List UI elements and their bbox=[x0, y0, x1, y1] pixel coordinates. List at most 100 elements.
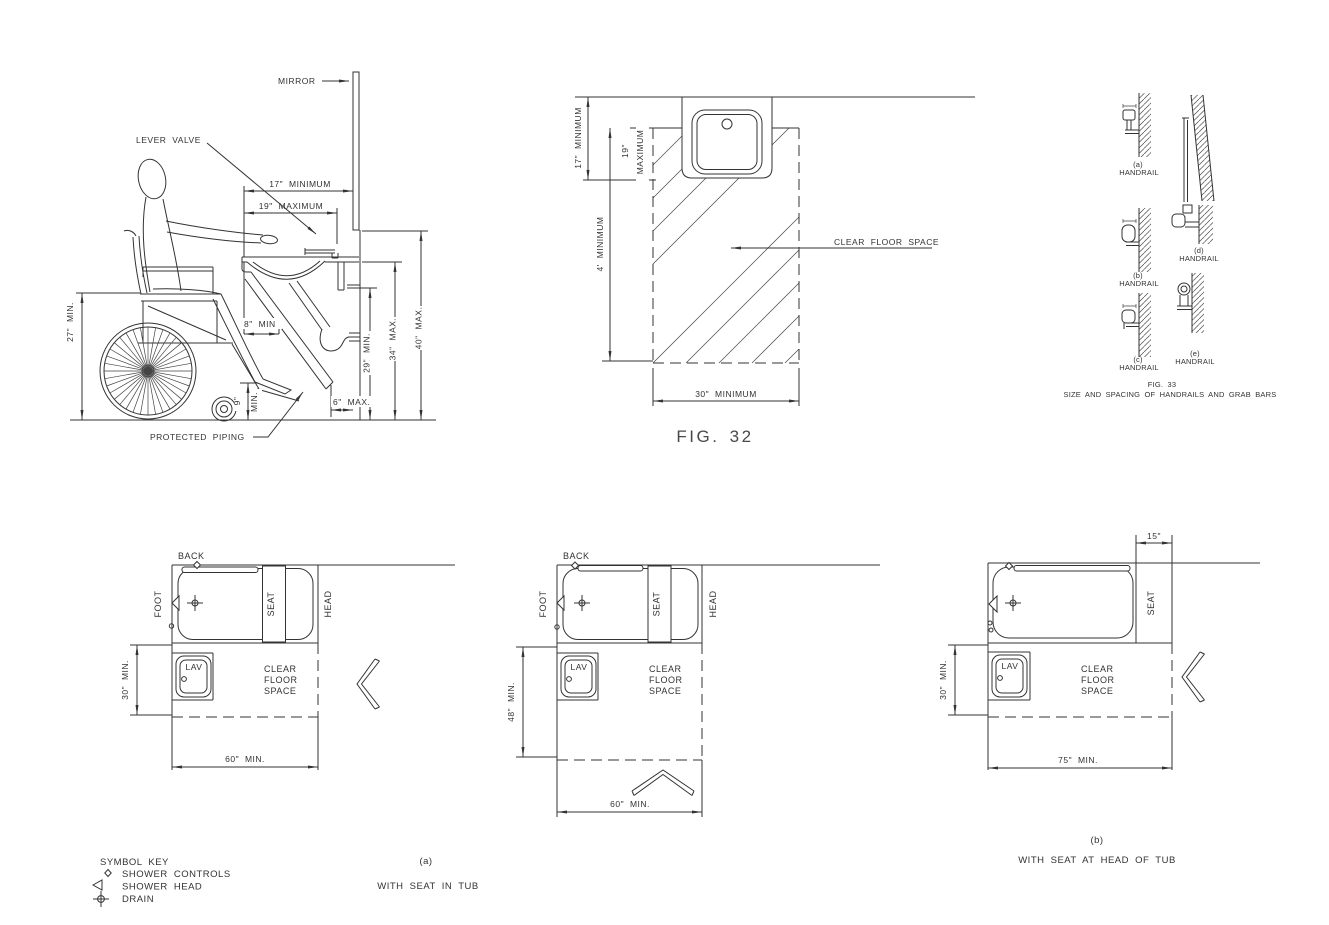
lavatory-plan-sink bbox=[681, 96, 773, 179]
dim-15: 15" bbox=[1147, 531, 1161, 541]
dim-40-max: 40" MAX. bbox=[414, 307, 424, 350]
caption-a-tag: (a) bbox=[419, 856, 432, 867]
handrail-d-tag: (d) bbox=[1194, 246, 1204, 255]
lav-label: LAV bbox=[571, 662, 588, 672]
fig1-dimensions: 17" MINIMUM 19" MAXIMUM 27" MIN. 8" MIN … bbox=[65, 179, 428, 420]
mirror-label: MIRROR bbox=[278, 76, 315, 86]
fig32-dimensions: 17" MINIMUM 19" MAXIMUM 4' MINIMUM 30" M… bbox=[573, 97, 939, 406]
svg-text:CLEAR: CLEAR bbox=[264, 664, 297, 674]
shower-controls-icon bbox=[192, 560, 202, 570]
seat-label: SEAT bbox=[266, 592, 276, 617]
fig1-labels: MIRROR LEVER VALVE PROTECTED PIPING bbox=[136, 76, 349, 442]
lever-valve-label: LEVER VALVE bbox=[136, 135, 201, 145]
drain-icon bbox=[1005, 595, 1021, 611]
figure-32-clear-floor-space: 17" MINIMUM 19" MAXIMUM 4' MINIMUM 30" M… bbox=[573, 96, 975, 446]
handrail-detail-b: (b) HANDRAIL bbox=[1119, 208, 1159, 288]
handrail-b-label: HANDRAIL bbox=[1119, 279, 1159, 288]
shower-controls-icon bbox=[1004, 561, 1014, 571]
drain-icon bbox=[187, 595, 203, 611]
handrail-c-tag: (c) bbox=[1133, 355, 1143, 364]
handrail-detail-a: (a) HANDRAIL bbox=[1119, 93, 1159, 177]
dim-30-minimum: 30" MINIMUM bbox=[695, 389, 757, 399]
svg-text:SPACE: SPACE bbox=[1081, 686, 1113, 696]
dim-19-suffix: MAXIMUM bbox=[635, 130, 645, 175]
lav-label: LAV bbox=[1002, 661, 1019, 671]
shower-head-icon bbox=[988, 594, 998, 614]
dim-48-min: 48" MIN. bbox=[506, 682, 516, 722]
protected-piping-label: PROTECTED PIPING bbox=[150, 432, 245, 442]
mirror-graphic bbox=[352, 71, 361, 420]
svg-text:FLOOR: FLOOR bbox=[1081, 675, 1115, 685]
handrail-detail-d: (d) HANDRAIL bbox=[1171, 94, 1219, 263]
shower-controls-icon bbox=[570, 561, 580, 570]
shower-controls-icon bbox=[104, 868, 112, 878]
drain-icon bbox=[93, 891, 109, 907]
tub-plan-a1: SEAT FOOT HEAD BACK LAV CLEAR FLOOR SPAC… bbox=[120, 551, 455, 770]
grab-bar bbox=[181, 566, 259, 573]
grab-bar bbox=[577, 565, 644, 572]
seat-band bbox=[647, 565, 672, 643]
svg-text:FLOOR: FLOOR bbox=[264, 675, 298, 685]
dim-4ft-minimum: 4' MINIMUM bbox=[595, 217, 605, 272]
back-label: BACK bbox=[178, 551, 205, 561]
lav-label: LAV bbox=[186, 662, 203, 672]
lavatory-plan: LAV bbox=[557, 652, 599, 701]
handrail-e-tag: (e) bbox=[1190, 349, 1200, 358]
svg-text:SPACE: SPACE bbox=[264, 686, 296, 696]
plan-captions: (a) WITH SEAT IN TUB (b) WITH SEAT AT HE… bbox=[377, 835, 1176, 892]
seat-label: SEAT bbox=[1146, 591, 1156, 616]
faucet-hole-icon bbox=[721, 118, 733, 130]
shower-head-label: SHOWER HEAD bbox=[122, 882, 202, 893]
shower-head-icon bbox=[171, 594, 180, 612]
shower-controls-label: SHOWER CONTROLS bbox=[122, 869, 231, 880]
head-label: HEAD bbox=[708, 590, 718, 617]
dim-8-min: 8" MIN bbox=[244, 319, 276, 329]
seat-label: SEAT bbox=[652, 592, 662, 617]
dim-34-max: 34" MAX. bbox=[388, 318, 398, 361]
lavatory-plan: LAV bbox=[172, 652, 214, 701]
svg-text:CLEAR: CLEAR bbox=[649, 664, 682, 674]
drain-icon bbox=[574, 595, 590, 611]
dim-30-min: 30" MIN. bbox=[120, 660, 130, 700]
grab-bar bbox=[1013, 565, 1131, 572]
clear-floor-space-label: CLEAR FLOOR SPACE bbox=[1081, 664, 1115, 696]
handrail-b-tag: (b) bbox=[1133, 271, 1143, 280]
lavatory-plan: LAV bbox=[988, 651, 1031, 701]
rear-wheel bbox=[99, 322, 197, 420]
dim-17-minimum: 17" MINIMUM bbox=[269, 179, 331, 189]
back-label: BACK bbox=[563, 551, 590, 561]
head-label: HEAD bbox=[323, 590, 333, 617]
symbol-key-title: SYMBOL KEY bbox=[100, 857, 169, 868]
dim-19-maximum: 19" MAXIMUM bbox=[259, 201, 323, 211]
tub-plan-a2: SEAT FOOT HEAD BACK LAV CLEAR FLOOR SPAC… bbox=[506, 551, 880, 817]
drain-label: DRAIN bbox=[122, 894, 154, 905]
caption-b-tag: (b) bbox=[1090, 835, 1103, 846]
dim-75-min: 75" MIN. bbox=[1058, 755, 1098, 765]
dim-60-min: 60" MIN. bbox=[225, 754, 265, 764]
caption-b-text: WITH SEAT AT HEAD OF TUB bbox=[1018, 855, 1176, 866]
handrail-c-label: HANDRAIL bbox=[1119, 363, 1159, 372]
dim-29-min: 29" MIN. bbox=[362, 333, 372, 373]
clear-floor-space-label: CLEAR FLOOR SPACE bbox=[264, 664, 298, 696]
bathtub-outline bbox=[562, 568, 699, 640]
seat-band bbox=[262, 565, 286, 643]
grab-bar-symbol bbox=[631, 769, 695, 796]
dim-6-max: 6" MAX. bbox=[333, 397, 370, 407]
fig33-title: SIZE AND SPACING OF HANDRAILS AND GRAB B… bbox=[1064, 390, 1277, 399]
wheelchair-user-figure bbox=[99, 158, 300, 422]
grab-bar-symbol bbox=[356, 658, 380, 710]
handrail-detail-e: (e) HANDRAIL bbox=[1175, 273, 1215, 366]
fig33-caption: FIG. 33 bbox=[1148, 380, 1176, 389]
tub-plan-b: SEAT 15" LAV CLEAR FLOOR SPACE 30" MIN. … bbox=[938, 531, 1260, 770]
dim-60-min: 60" MIN. bbox=[610, 799, 650, 809]
clear-floor-space-label: CLEAR FLOOR SPACE bbox=[649, 664, 682, 696]
handrail-a-label: HANDRAIL bbox=[1119, 168, 1159, 177]
handrail-a-tag: (a) bbox=[1133, 160, 1143, 169]
shower-head-icon bbox=[91, 879, 103, 891]
dim-19-value: 19" bbox=[620, 144, 630, 158]
figure-lavatory-side-view: MIRROR LEVER VALVE PROTECTED PIPING 17" … bbox=[65, 71, 436, 442]
handrail-detail-c: (c) HANDRAIL bbox=[1119, 293, 1159, 372]
caption-a-text: WITH SEAT IN TUB bbox=[377, 881, 478, 892]
lavatory-profile bbox=[241, 248, 360, 390]
